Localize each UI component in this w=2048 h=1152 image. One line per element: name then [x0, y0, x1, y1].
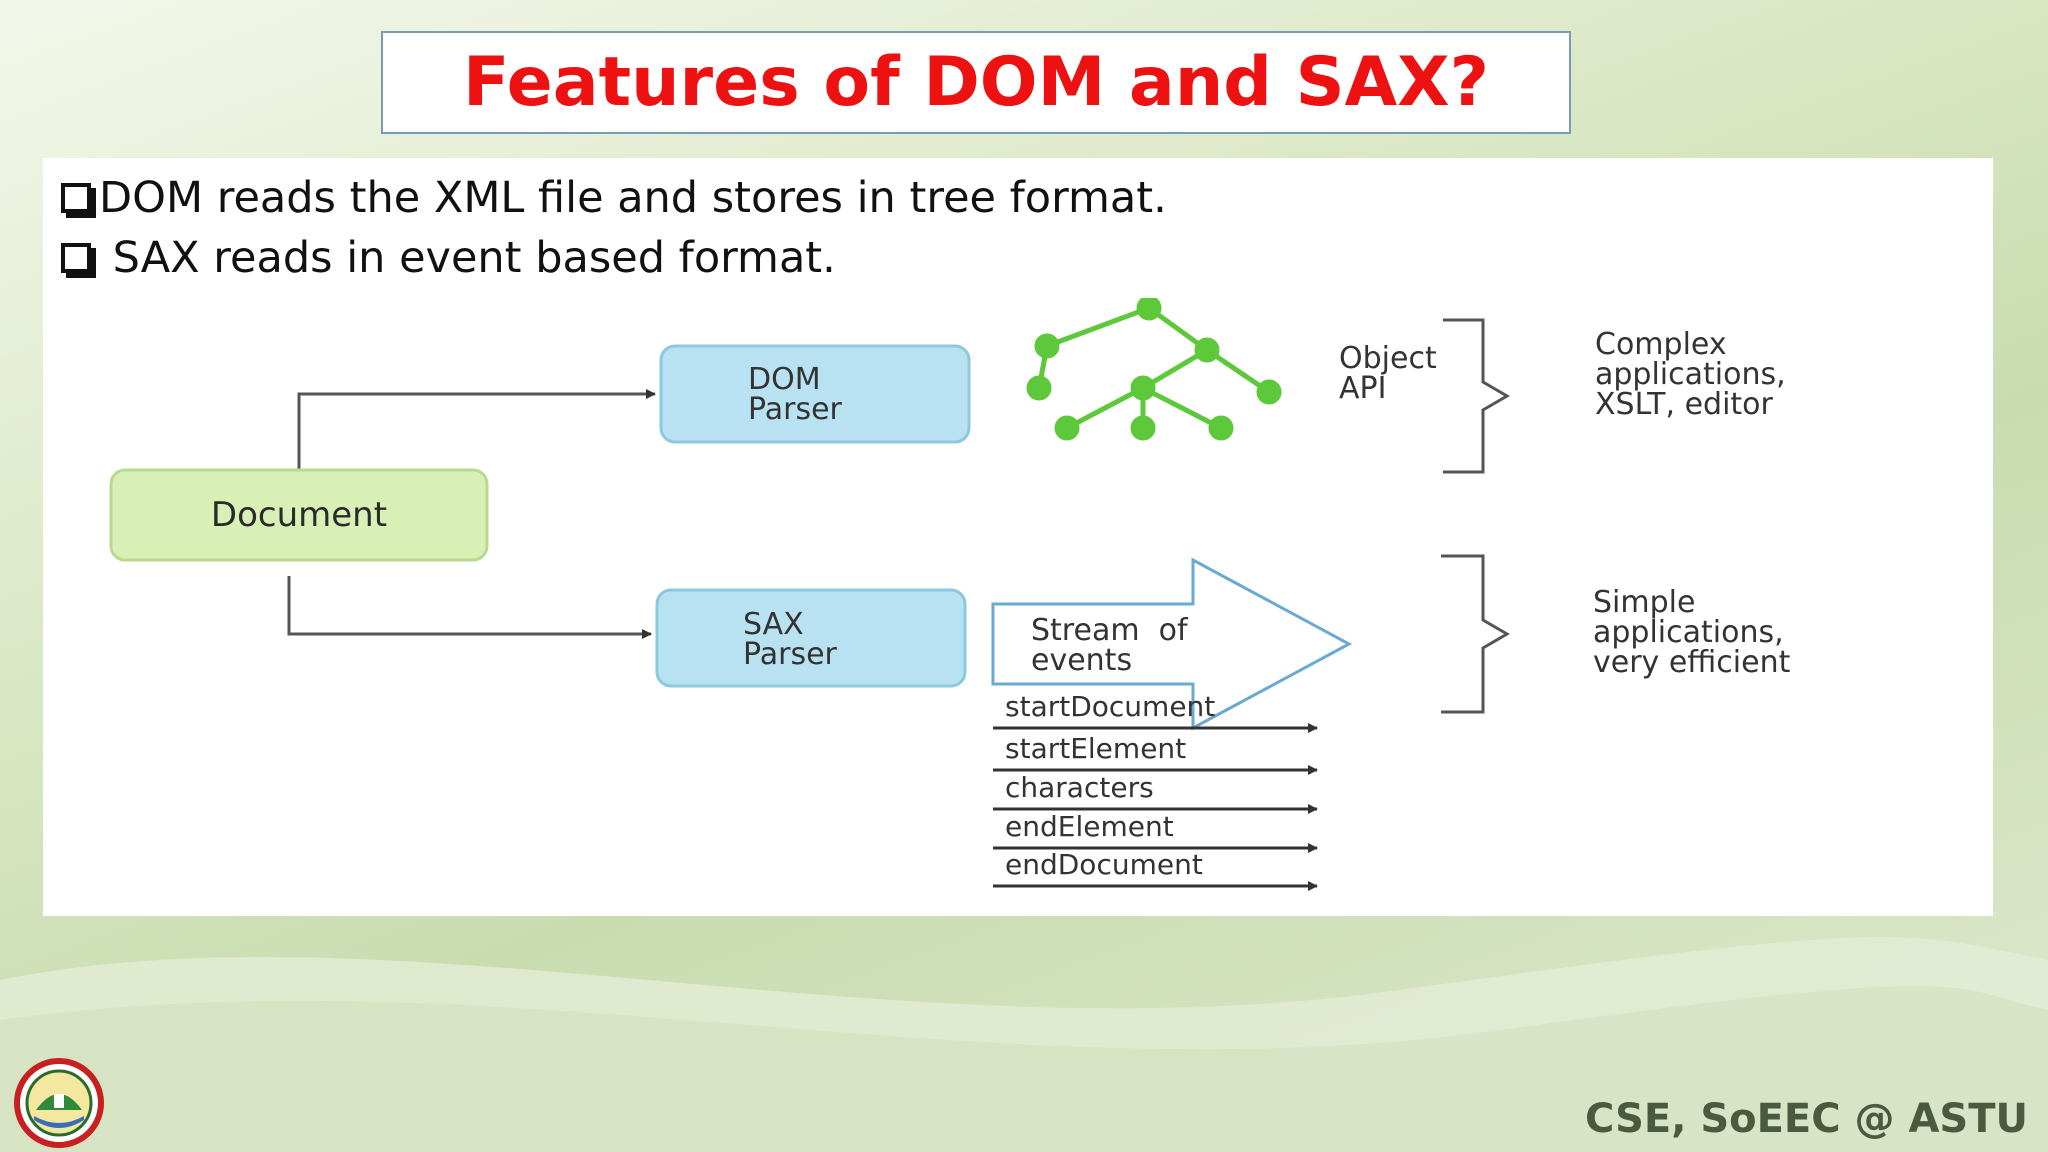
dom-uses-line1: Complex	[1595, 327, 1727, 362]
tree-icon	[1026, 298, 1282, 441]
document-box: Document	[109, 468, 489, 562]
checkbox-bullet-icon	[61, 243, 96, 278]
dom-parser-label-line1: DOM	[748, 362, 821, 397]
sax-parser-label-line2: Parser	[743, 637, 838, 672]
dom-parser-box: DOM Parser	[659, 344, 971, 444]
checkbox-bullet-icon	[61, 183, 96, 218]
title-box: Features of DOM and SAX?	[381, 31, 1571, 134]
event-label-start-document: startDocument	[1005, 690, 1215, 723]
slide-title: Features of DOM and SAX?	[462, 43, 1490, 122]
stream-label-line1: Stream of	[1031, 613, 1189, 648]
event-label-start-element: startElement	[1005, 732, 1186, 765]
bullet-list: DOM reads the XML file and stores in tre…	[61, 168, 1167, 288]
sax-uses-line1: Simple	[1593, 585, 1695, 620]
dom-uses-line3: XSLT, editor	[1595, 387, 1774, 422]
bullet-text: DOM reads the XML file and stores in tre…	[99, 173, 1167, 223]
sax-uses-line3: very efficient	[1593, 645, 1791, 680]
university-logo	[14, 1058, 104, 1148]
connector-to-dom	[297, 389, 656, 488]
event-label-end-element: endElement	[1005, 810, 1174, 843]
stream-label-line2: events	[1031, 643, 1132, 678]
dom-sax-diagram: Document DOM Parser SAX Parser	[109, 298, 1791, 891]
object-api-label-line2: API	[1339, 371, 1386, 406]
bullet-item: DOM reads the XML file and stores in tre…	[61, 168, 1167, 228]
sax-uses-line2: applications,	[1593, 615, 1784, 650]
content-panel: DOM reads the XML file and stores in tre…	[43, 158, 1993, 916]
dom-parser-label-line2: Parser	[748, 392, 843, 427]
sax-parser-label-line1: SAX	[743, 607, 804, 642]
footer-label: CSE, SoEEC @ ASTU	[1584, 1096, 2028, 1142]
event-label-characters: characters	[1005, 771, 1154, 804]
event-label-end-document: endDocument	[1005, 848, 1203, 881]
dom-uses-line2: applications,	[1595, 357, 1786, 392]
connector-to-sax	[287, 576, 652, 639]
event-list: startDocument startElement characters en…	[993, 690, 1318, 891]
object-api-label-line1: Object	[1339, 341, 1437, 376]
stream-arrow: Stream of events	[991, 557, 1353, 731]
dom-brace	[1443, 318, 1510, 474]
sax-brace	[1441, 554, 1510, 714]
bullet-text: SAX reads in event based format.	[99, 233, 836, 283]
bullet-item: SAX reads in event based format.	[61, 228, 1167, 288]
document-label: Document	[211, 495, 387, 535]
sax-parser-box: SAX Parser	[655, 588, 967, 688]
